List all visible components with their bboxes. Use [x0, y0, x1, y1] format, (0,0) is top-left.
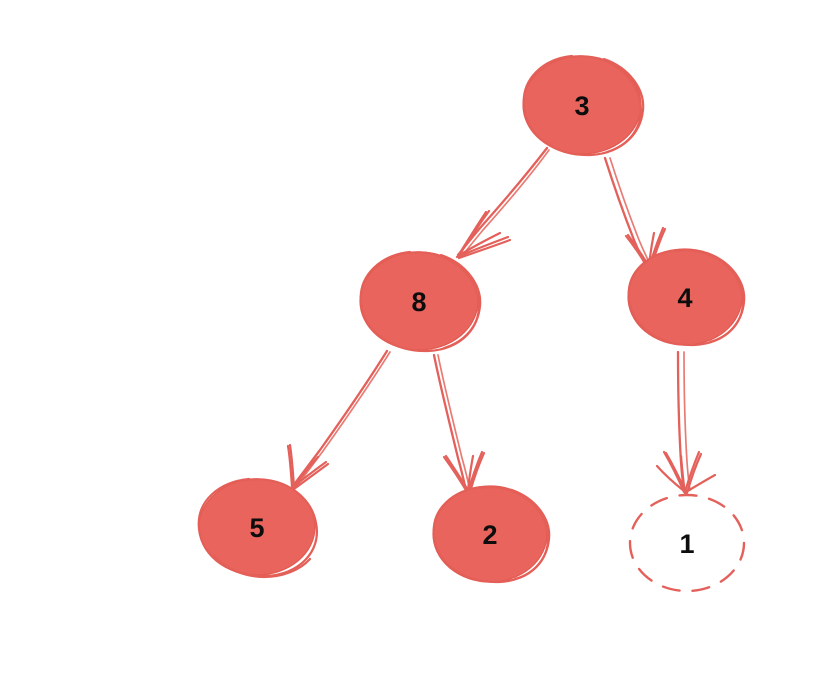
node-4-label: 4	[677, 283, 692, 313]
edge-3-to-8	[455, 146, 550, 260]
node-1[interactable]: 1	[628, 493, 746, 593]
node-1-shape[interactable]	[628, 493, 746, 593]
arrowhead-4-to-1	[655, 450, 717, 495]
node-3-sketch-outline	[522, 54, 643, 157]
node-3-sketch-outline-2	[602, 57, 645, 154]
node-2-label: 2	[482, 520, 497, 550]
node-4-sketch-outline-2	[705, 251, 746, 344]
node-8[interactable]: 8	[359, 250, 482, 353]
node-3[interactable]: 3	[522, 54, 645, 157]
node-5[interactable]: 5	[197, 477, 319, 579]
node-8-label: 8	[411, 287, 426, 317]
node-5-label: 5	[249, 513, 264, 543]
node-2-sketch-outline-2	[510, 488, 551, 581]
node-2[interactable]: 2	[432, 485, 551, 584]
node-4[interactable]: 4	[627, 248, 746, 347]
arrowhead-3-to-8	[455, 209, 512, 260]
node-5-sketch-outline-2	[212, 554, 312, 579]
edge-8-to-5	[286, 349, 391, 491]
arrowhead-8-to-5	[286, 443, 330, 491]
node-8-sketch-outline-2	[439, 253, 482, 350]
nodes-layer: 3 8 4 5	[197, 54, 746, 593]
node-2-sketch-outline	[432, 485, 550, 584]
node-3-label: 3	[574, 91, 589, 121]
edge-4-to-1	[655, 350, 717, 495]
node-4-sketch-outline	[627, 248, 745, 347]
edges-layer	[286, 146, 717, 495]
node-1-label: 1	[679, 529, 694, 559]
edge-8-to-2	[432, 353, 486, 494]
node-8-sketch-outline	[359, 250, 481, 353]
